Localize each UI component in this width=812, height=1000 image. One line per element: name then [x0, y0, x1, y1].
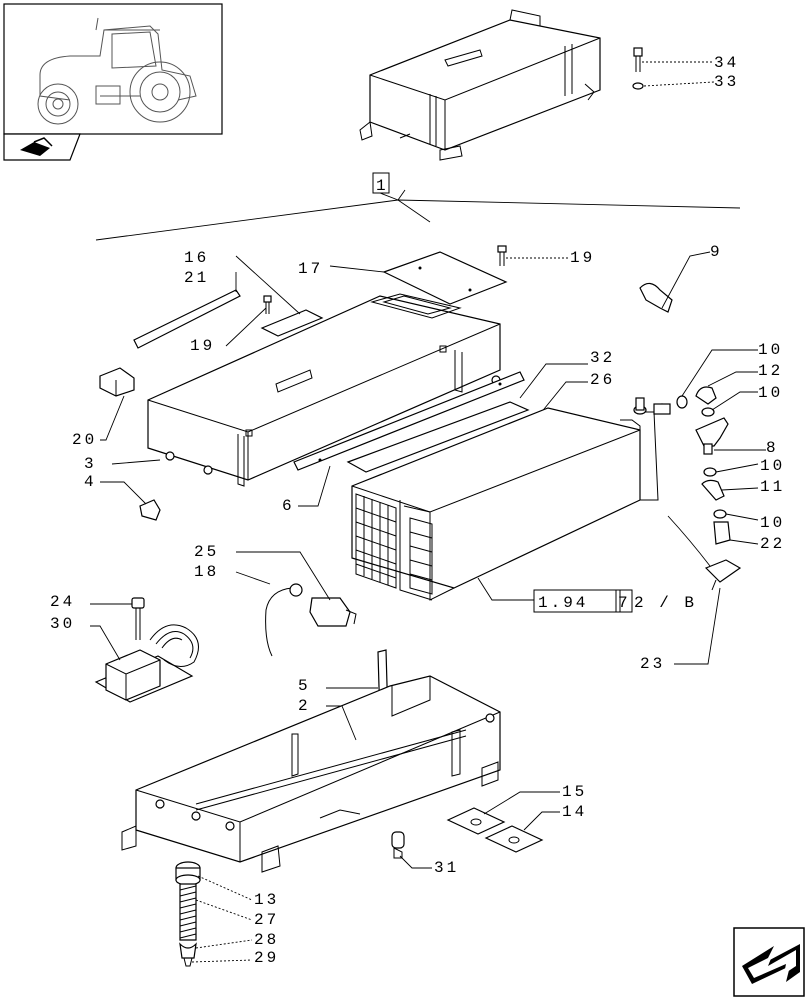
label-12[interactable]: 12 [758, 362, 783, 380]
pad-16 [260, 309, 324, 337]
label-17[interactable]: 17 [298, 260, 323, 278]
label-15[interactable]: 15 [562, 783, 587, 801]
screw-19b [263, 295, 272, 314]
label-18[interactable]: 18 [194, 563, 219, 581]
bracket-4 [139, 499, 161, 521]
label-1: 1 [376, 177, 389, 195]
reference-callout[interactable]: 1.94 7 2 / B [533, 589, 697, 613]
thermostat-30 [94, 624, 199, 703]
pad-14 [484, 825, 544, 853]
ref-box: 7 [618, 594, 631, 612]
label-29[interactable]: 29 [254, 949, 279, 967]
cap-31 [391, 831, 405, 859]
label-13[interactable]: 13 [254, 891, 279, 909]
label-16[interactable]: 16 [184, 249, 209, 267]
tractor-thumbnail[interactable] [3, 3, 223, 161]
label-3[interactable]: 3 [84, 455, 97, 473]
arrow-left-icon [742, 944, 800, 984]
label-32[interactable]: 32 [590, 349, 615, 367]
gasket-32 [346, 401, 530, 473]
label-26[interactable]: 26 [590, 371, 615, 389]
drain-tray-2 [121, 675, 501, 873]
label-30[interactable]: 30 [50, 615, 75, 633]
book-icon [20, 137, 53, 156]
label-22[interactable]: 22 [760, 535, 785, 553]
fitting-stack [676, 386, 742, 591]
label-11[interactable]: 11 [760, 478, 785, 496]
screw-24 [131, 597, 145, 640]
label-25[interactable]: 25 [194, 543, 219, 561]
temperature-sensor-25 [265, 583, 357, 657]
screw-19a [497, 245, 507, 266]
label-10a[interactable]: 10 [758, 341, 783, 359]
previous-page-arrow-button[interactable] [733, 927, 805, 997]
label-6[interactable]: 6 [282, 497, 295, 515]
label-21[interactable]: 21 [184, 269, 209, 287]
label-20[interactable]: 20 [72, 431, 97, 449]
label-4[interactable]: 4 [84, 473, 97, 491]
label-31[interactable]: 31 [434, 859, 459, 877]
housing-cover-3 [147, 293, 501, 487]
label-23[interactable]: 23 [640, 655, 665, 673]
ref-suffix: 2 / B [634, 594, 697, 612]
label-24[interactable]: 24 [50, 593, 75, 611]
label-34[interactable]: 34 [714, 54, 739, 72]
gasket-6 [293, 371, 525, 471]
label-33[interactable]: 33 [714, 73, 739, 91]
label-10b[interactable]: 10 [758, 384, 783, 402]
label-19b[interactable]: 19 [190, 337, 215, 355]
callout-1[interactable]: 1 [95, 172, 741, 241]
label-28[interactable]: 28 [254, 931, 279, 949]
ref-number: 1.94 [538, 594, 588, 612]
label-27[interactable]: 27 [254, 911, 279, 929]
heater-core [351, 397, 671, 601]
label-9[interactable]: 9 [710, 243, 723, 261]
label-5[interactable]: 5 [298, 677, 311, 695]
bolt-34 [632, 47, 644, 90]
drain-bolt [175, 861, 201, 967]
pipe-connectors [633, 397, 671, 415]
label-19a[interactable]: 19 [570, 249, 595, 267]
label-2[interactable]: 2 [298, 697, 311, 715]
label-10c[interactable]: 10 [760, 457, 785, 475]
tractor-icon [37, 17, 197, 125]
gasket-21 [133, 289, 241, 349]
fin-grid [355, 493, 433, 595]
label-8[interactable]: 8 [766, 439, 779, 457]
block-20 [99, 367, 135, 397]
pad-15 [446, 807, 506, 835]
assembled-housing [359, 9, 601, 161]
cover-plate-17 [382, 251, 508, 305]
label-10d[interactable]: 10 [760, 514, 785, 532]
label-14[interactable]: 14 [562, 803, 587, 821]
